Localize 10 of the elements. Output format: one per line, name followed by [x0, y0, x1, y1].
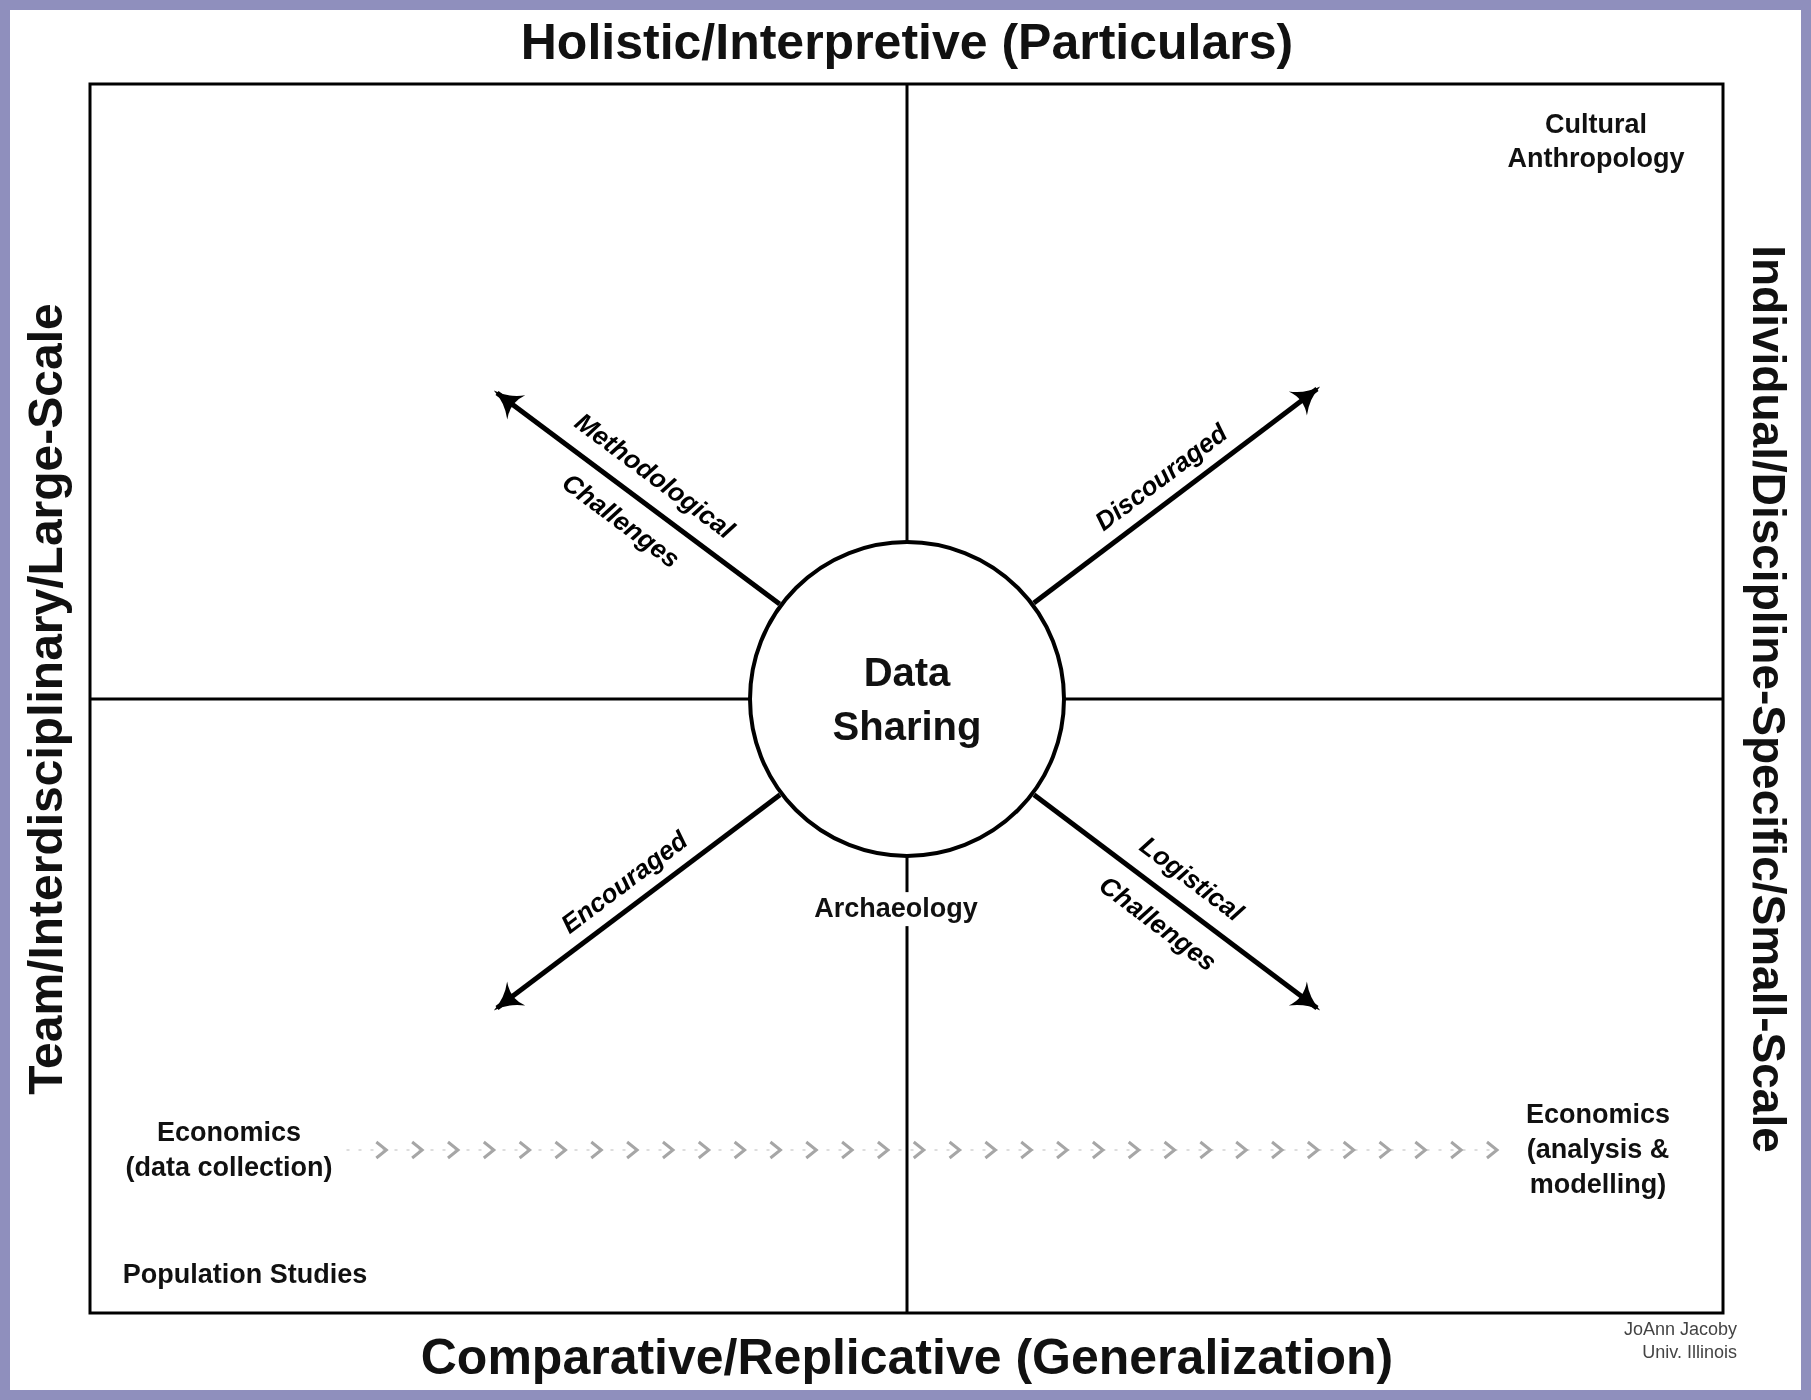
discipline-label: Cultural Anthropology: [1506, 108, 1686, 175]
axis-label: Holistic/Interpretive (Particulars): [520, 12, 1294, 72]
chevron-arrow: [345, 1140, 1499, 1160]
axis-label: Individual/Discipline-Specific/Small-Scale: [1741, 245, 1796, 1153]
discipline-label: Population Studies: [122, 1258, 368, 1292]
axis-label: Comparative/Replicative (Generalization): [420, 1327, 1394, 1387]
axis-label: Team/Interdisciplinary/Large-Scale: [18, 303, 73, 1095]
discipline-label: Economics (analysis & modelling): [1503, 1097, 1693, 1203]
credit-text: JoAnn Jacoby Univ. Illinois: [1622, 1317, 1737, 1363]
discipline-label: Economics (data collection): [121, 1114, 337, 1186]
